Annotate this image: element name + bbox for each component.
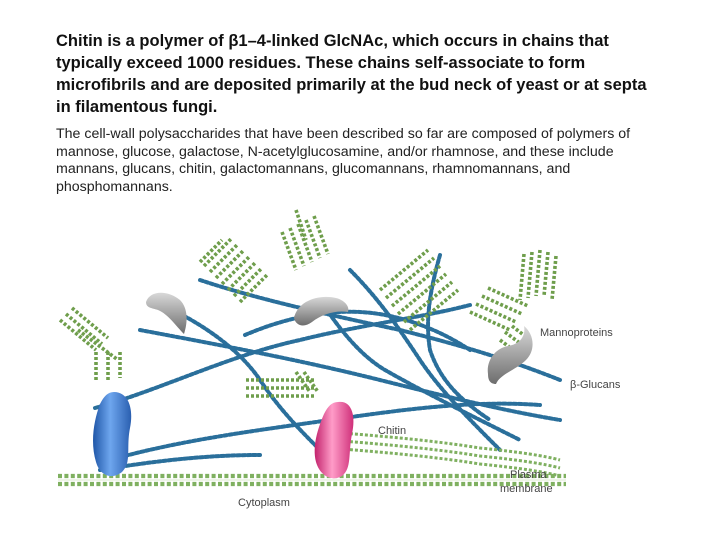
label-cytoplasm: Cytoplasm bbox=[238, 497, 290, 509]
paragraph-polysaccharides: The cell-wall polysaccharides that have … bbox=[56, 126, 631, 195]
chitin-fibres bbox=[329, 430, 561, 478]
paragraph-chitin: Chitin is a polymer of β1–4-linked GlcNA… bbox=[56, 32, 647, 116]
protein-gray-2 bbox=[294, 296, 349, 326]
plasma-membrane bbox=[58, 473, 566, 487]
label-chitin: Chitin bbox=[378, 425, 406, 437]
label-plasma: Plasma bbox=[510, 469, 548, 481]
label-membrane: membrane bbox=[500, 483, 553, 495]
protein-gray-1 bbox=[146, 292, 187, 334]
label-mannoproteins: Mannoproteins bbox=[540, 327, 613, 339]
protein-pink bbox=[314, 401, 354, 479]
label-beta-glucans: β-Glucans bbox=[570, 379, 621, 391]
protein-gray-3 bbox=[487, 326, 533, 384]
mannan-chains bbox=[58, 209, 558, 398]
protein-blue bbox=[93, 392, 132, 477]
